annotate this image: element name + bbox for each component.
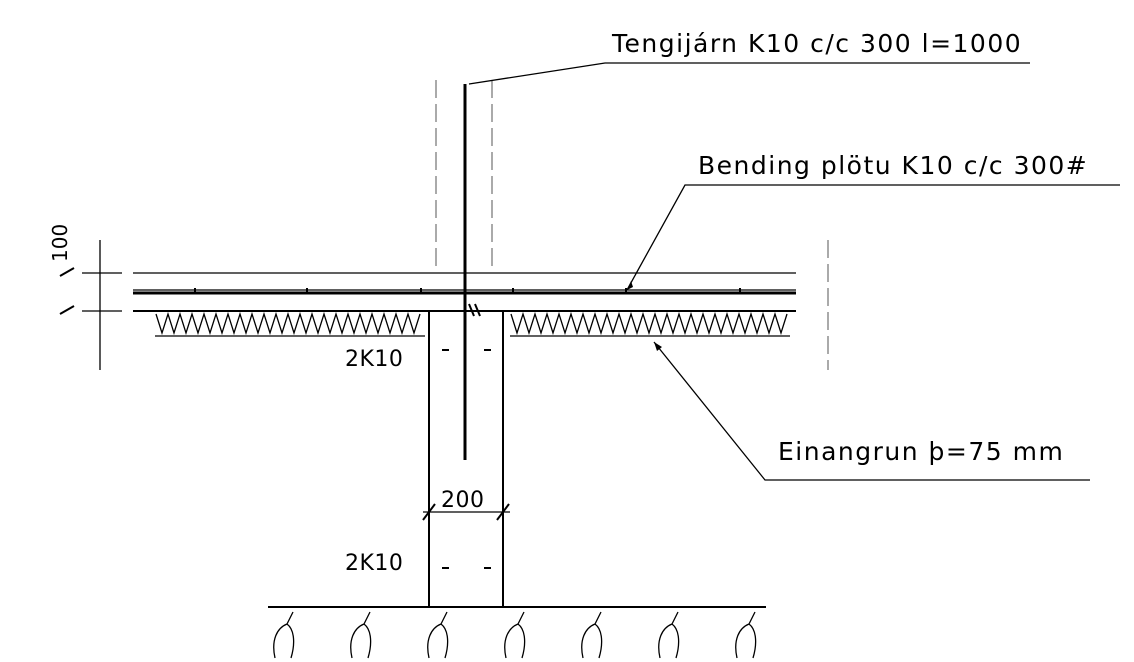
dowel-cut-mark xyxy=(474,303,481,317)
insulation-zigzag-right xyxy=(510,311,788,336)
leader-insulation xyxy=(653,341,1090,481)
soil-symbol xyxy=(350,611,372,659)
insulation-zigzag-left xyxy=(155,311,421,336)
center-lines xyxy=(435,80,829,370)
dowel-bar xyxy=(463,84,481,460)
dowel-cut-mark xyxy=(468,303,475,317)
label-insulation: Einangrun þ=75 mm xyxy=(778,437,1064,466)
label-dowel-bars: Tengijárn K10 c/c 300 l=1000 xyxy=(611,29,1022,58)
leader-slab-reinforcement xyxy=(626,184,1120,291)
label-slab-reinforcement: Bending plötu K10 c/c 300# xyxy=(698,151,1088,180)
label-rebar-upper: 2K10 xyxy=(345,347,403,372)
slab-rebar-ticks xyxy=(194,288,741,293)
leader-dowel xyxy=(468,62,1030,85)
leader-lines xyxy=(468,62,1120,481)
label-dimension-200: 200 xyxy=(441,488,485,513)
label-dimension-100: 100 xyxy=(48,224,72,262)
foundation-wall xyxy=(268,311,766,608)
dimension-slab-thickness xyxy=(59,240,122,370)
soil-symbol xyxy=(273,611,295,659)
soil-symbol xyxy=(427,611,449,659)
soil-symbol xyxy=(504,611,526,659)
soil-symbol xyxy=(581,611,603,659)
arrow-head xyxy=(654,342,662,351)
soil-symbol xyxy=(658,611,680,659)
dimension-wall-width xyxy=(422,498,510,521)
label-rebar-lower: 2K10 xyxy=(345,551,403,576)
soil-symbols xyxy=(273,611,757,659)
soil-symbol xyxy=(735,611,757,659)
arrow-head xyxy=(627,281,633,290)
insulation-layer xyxy=(155,311,790,337)
